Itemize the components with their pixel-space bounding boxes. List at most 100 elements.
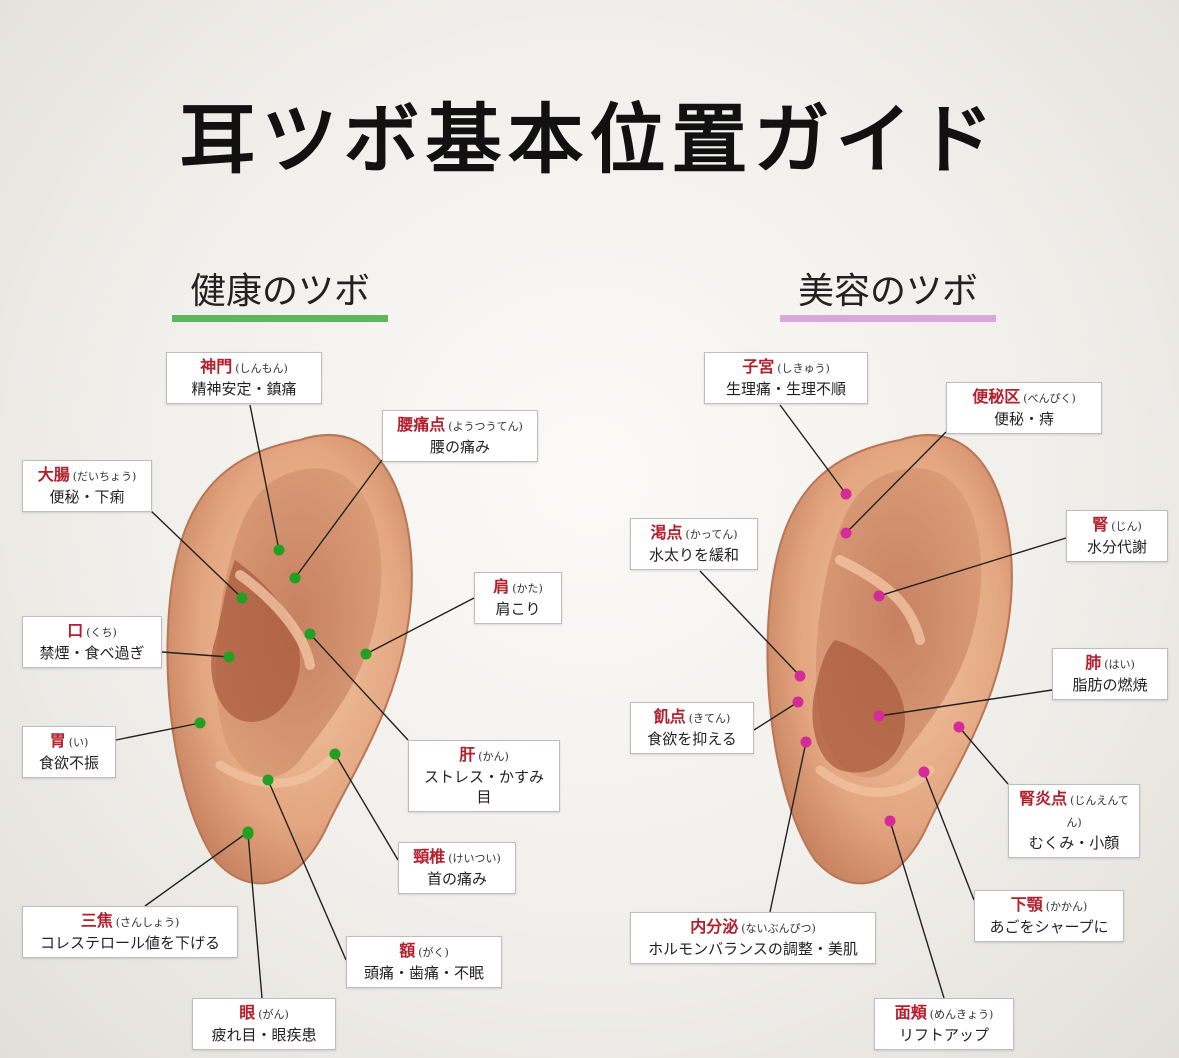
beauty-acupoint-dot [840, 527, 852, 539]
beauty-leader-line [878, 537, 1067, 597]
health-point-label: 眼(がん)疲れ目・眼疾患 [192, 998, 336, 1050]
point-name-text: 肩 [493, 577, 510, 596]
point-name: 腰痛点(ようつうてん) [391, 415, 529, 437]
point-effect: 脂肪の燃焼 [1072, 676, 1148, 694]
point-name: 大腸(だいちょう) [31, 465, 143, 487]
point-name: 眼(がん) [201, 1003, 327, 1025]
point-reading: (かん) [478, 750, 509, 763]
point-reading: (ようつうてん) [448, 420, 523, 433]
point-effect: 腰の痛み [429, 438, 490, 456]
beauty-acupoint-dot [794, 670, 806, 682]
beauty-section-title: 美容のツボ [798, 271, 979, 312]
point-name: 渇点(かってん) [639, 523, 749, 545]
beauty-point-label: 渇点(かってん)水太りを緩和 [630, 518, 758, 570]
point-name-text: 眼 [239, 1003, 256, 1022]
point-name-text: 子宮 [742, 357, 775, 376]
point-effect: 食欲不振 [38, 754, 99, 772]
health-acupoint-dot [194, 717, 206, 729]
point-reading: (しきゅう) [777, 362, 830, 375]
beauty-point-label: 飢点(きてん)食欲を抑える [630, 702, 754, 754]
point-effect: 水分代謝 [1086, 538, 1147, 556]
point-name: 便秘区(べんぴく) [955, 387, 1093, 409]
beauty-point-label: 腎炎点(じんえんてん)むくみ・小顔 [1008, 784, 1140, 858]
health-point-label: 胃(い)食欲不振 [22, 726, 116, 778]
beauty-point-label: 便秘区(べんぴく)便秘・痔 [946, 382, 1102, 434]
beauty-acupoint-dot [792, 696, 804, 708]
point-name: 胃(い) [31, 731, 107, 753]
health-leader-line [334, 753, 399, 861]
point-name-text: 大腸 [37, 465, 70, 484]
point-effect: 肩こり [495, 600, 541, 618]
point-name-text: 腎炎点 [1019, 789, 1068, 808]
point-reading: (けいつい) [448, 852, 501, 865]
health-leader-line [249, 404, 280, 551]
point-name-text: 内分泌 [690, 917, 739, 936]
beauty-acupoint-dot [873, 590, 885, 602]
health-acupoint-dot [329, 748, 341, 760]
beauty-leader-line [753, 701, 799, 731]
beauty-point-label: 肺(はい)脂肪の燃焼 [1052, 648, 1168, 700]
beauty-point-label: 内分泌(ないぶんぴつ)ホルモンバランスの調整・美肌 [630, 912, 876, 964]
point-name-text: 飢点 [653, 707, 686, 726]
point-effect: むくみ・小顔 [1028, 834, 1120, 852]
point-name: 神門(しんもん) [175, 357, 313, 379]
health-point-label: 神門(しんもん)精神安定・鎮痛 [166, 352, 322, 404]
health-acupoint-dot [236, 592, 248, 604]
point-name-text: 口 [67, 621, 84, 640]
point-reading: (しんもん) [235, 362, 288, 375]
beauty-leader-line [958, 726, 1009, 785]
beauty-acupoint-dot [873, 710, 885, 722]
health-acupoint-dot [360, 648, 372, 660]
health-point-label: 頸椎(けいつい)首の痛み [398, 842, 516, 894]
health-leader-line [149, 509, 243, 599]
page-title: 耳ツボ基本位置ガイド [179, 95, 1000, 184]
point-name: 下顎(かかん) [983, 895, 1115, 917]
point-effect: リフトアップ [898, 1026, 989, 1044]
point-reading: (さんしょう) [115, 916, 180, 929]
beauty-leader-line [923, 771, 975, 901]
point-effect: 禁煙・食べ過ぎ [39, 644, 145, 662]
health-acupoint-dot [223, 651, 235, 663]
beauty-section-heading: 美容のツボ [780, 262, 997, 322]
point-name-text: 胃 [49, 731, 66, 750]
beauty-leader-line [878, 689, 1053, 717]
point-reading: (はい) [1104, 658, 1135, 671]
point-name: 口(くち) [31, 621, 153, 643]
point-name-text: 頸椎 [413, 847, 446, 866]
point-name: 肝(かん) [417, 745, 551, 767]
point-reading: (めんきょう) [929, 1008, 994, 1021]
point-name: 子宮(しきゅう) [713, 357, 859, 379]
health-underline [172, 315, 389, 322]
point-name-text: 神門 [200, 357, 233, 376]
point-name-text: 額 [399, 941, 416, 960]
beauty-point-label: 下顎(かかん)あごをシャープに [974, 890, 1124, 942]
beauty-leader-line [779, 404, 847, 495]
point-reading: (ないぶんぴつ) [741, 922, 816, 935]
point-reading: (じん) [1111, 520, 1142, 533]
point-reading: (がん) [258, 1008, 289, 1021]
beauty-acupoint-dot [918, 766, 930, 778]
point-reading: (じんえんてん) [1066, 794, 1129, 829]
point-effect: 水太りを緩和 [648, 546, 739, 564]
point-name-text: 下顎 [1010, 895, 1043, 914]
point-effect: 疲れ目・眼疾患 [211, 1026, 317, 1044]
health-point-label: 大腸(だいちょう)便秘・下痢 [22, 460, 152, 512]
point-name: 内分泌(ないぶんぴつ) [639, 917, 867, 939]
health-leader-line [294, 459, 383, 579]
point-name-text: 便秘区 [972, 387, 1021, 406]
point-name: 腎炎点(じんえんてん) [1017, 789, 1131, 833]
point-effect: ストレス・かすみ目 [423, 768, 544, 806]
point-name: 肩(かた) [483, 577, 553, 599]
point-name-text: 面頬 [894, 1003, 927, 1022]
point-name: 面頬(めんきょう) [883, 1003, 1005, 1025]
health-acupoint-dot [262, 774, 274, 786]
health-leader-line [115, 722, 201, 741]
point-name: 額(がく) [355, 941, 493, 963]
point-name: 飢点(きてん) [639, 707, 745, 729]
health-leader-line [309, 633, 409, 741]
health-leader-line [247, 833, 263, 999]
health-point-label: 三焦(さんしょう)コレステロール値を下げる [22, 906, 238, 958]
point-effect: 頭痛・歯痛・不眠 [363, 964, 484, 982]
